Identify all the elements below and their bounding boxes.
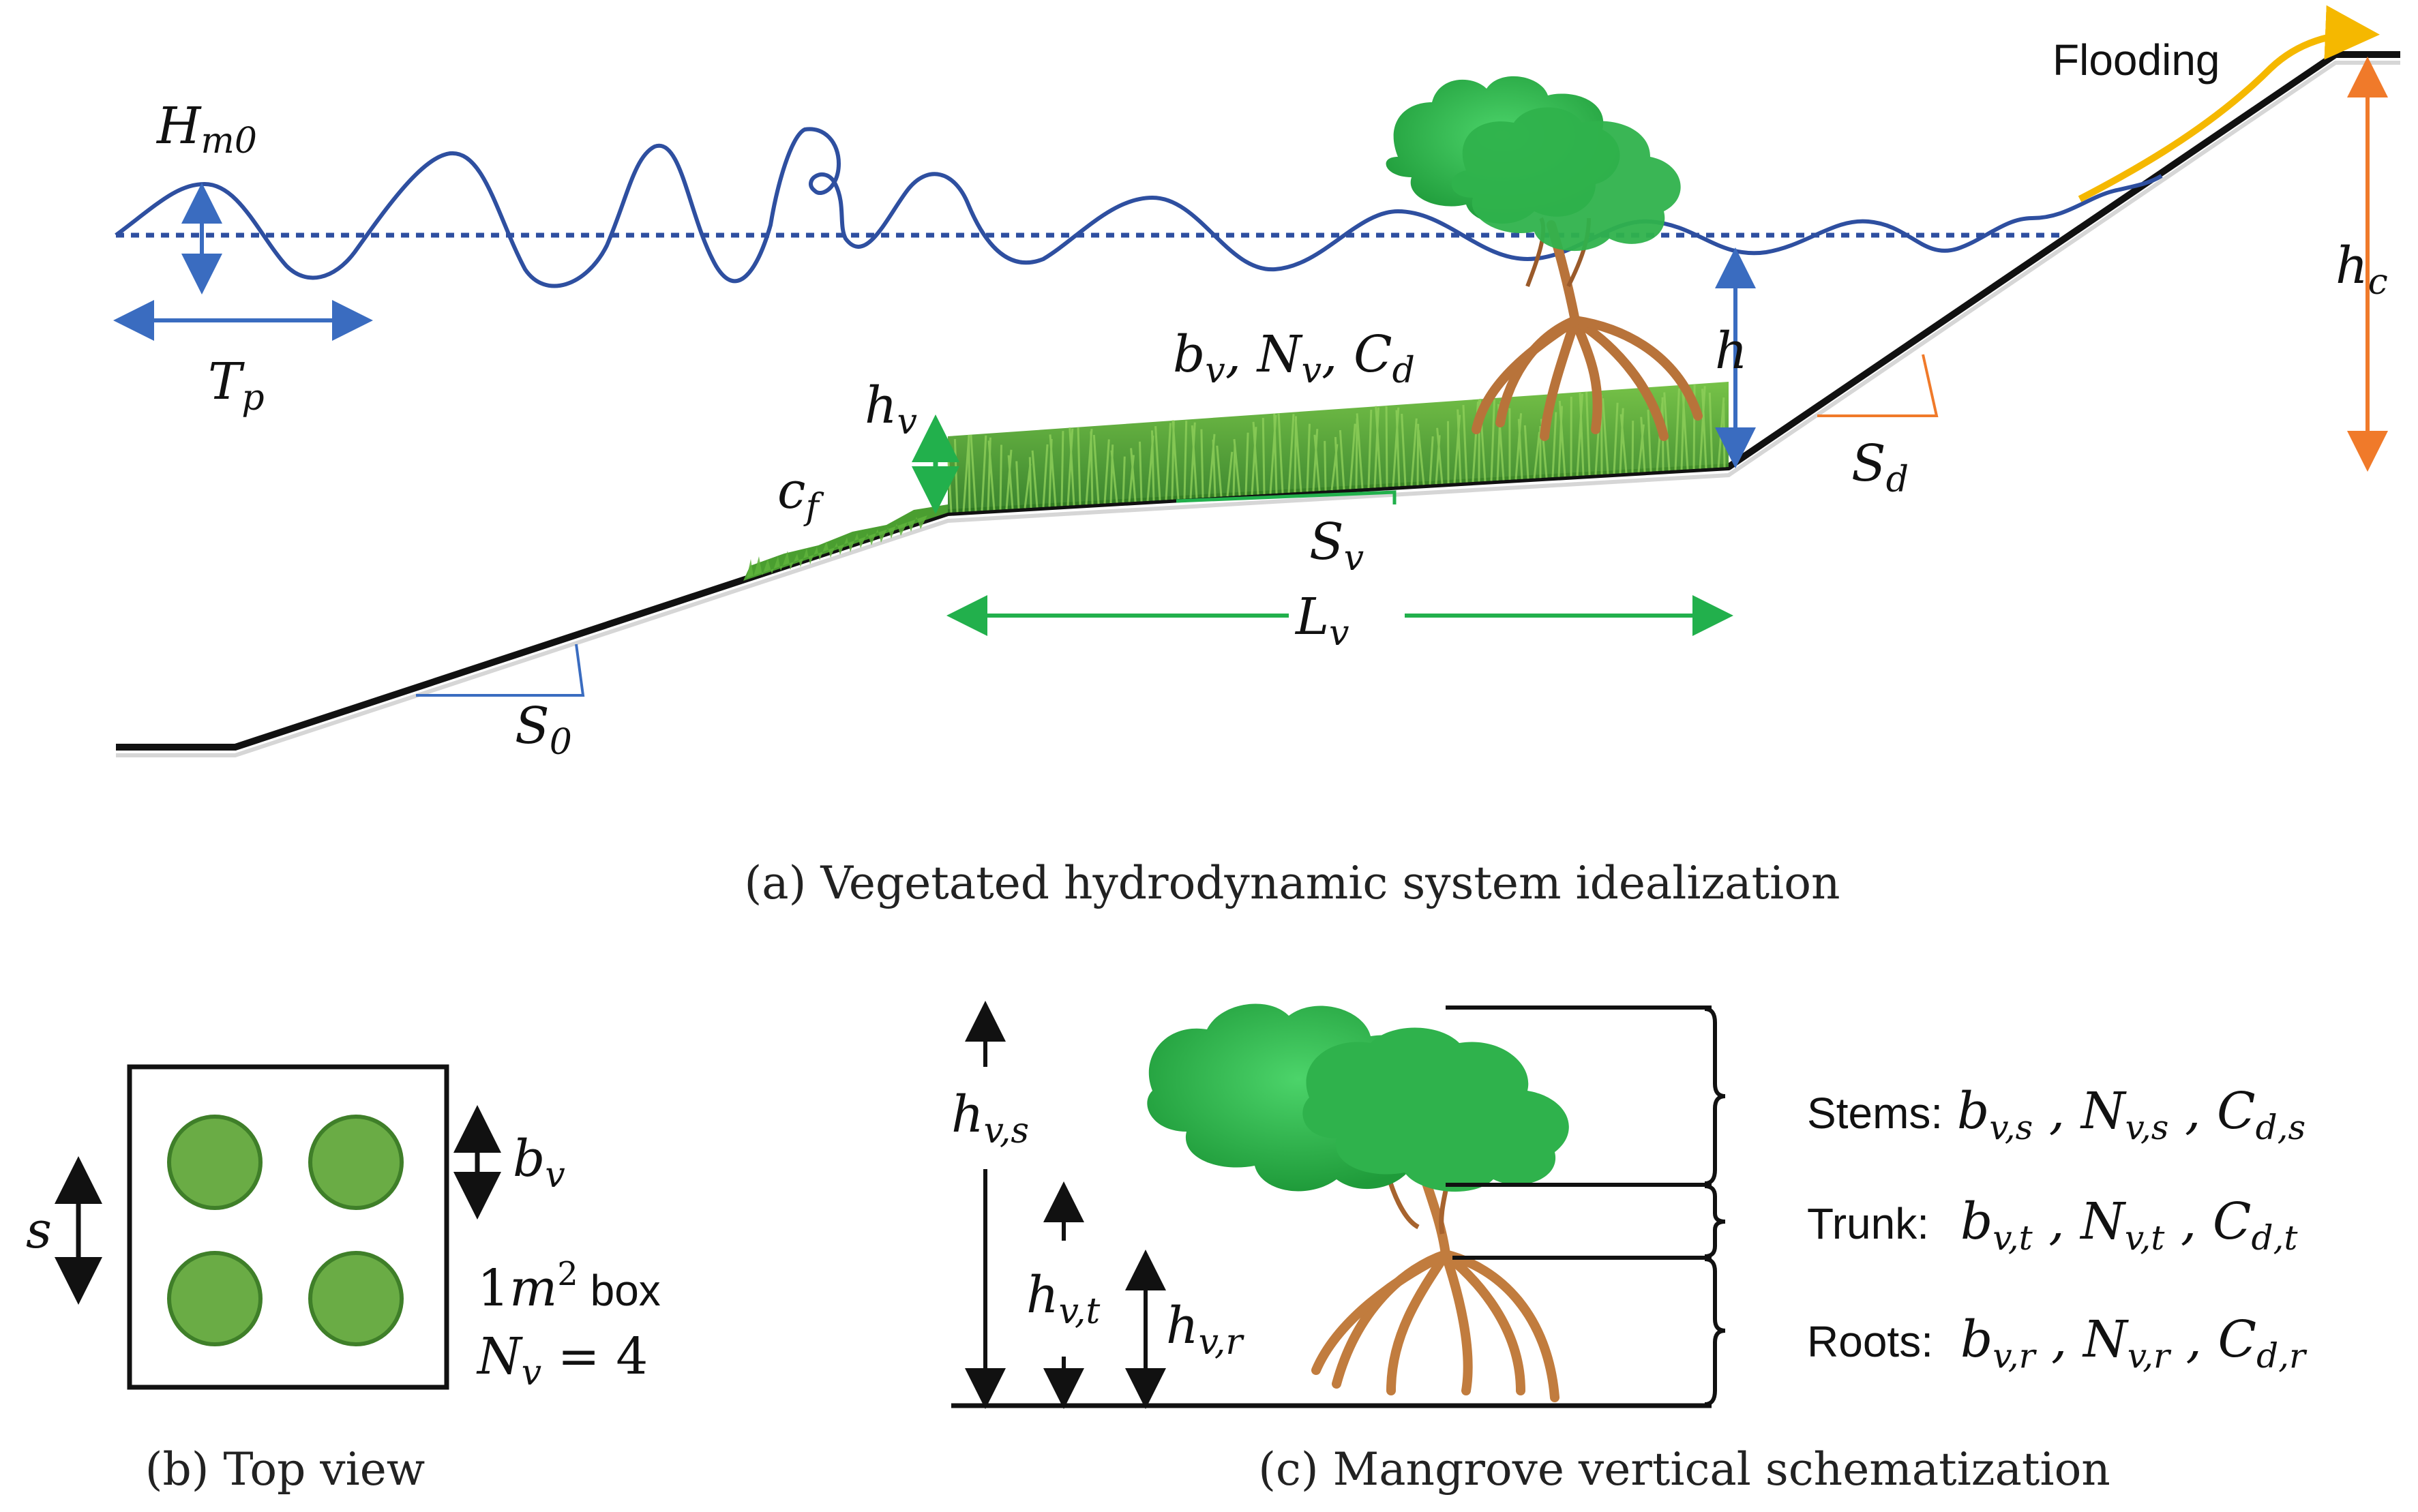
ground-profile (116, 51, 2400, 757)
flooding-arrow (2078, 5, 2380, 202)
stem-circle (308, 1115, 404, 1210)
trunk-brace (1704, 1184, 1726, 1258)
wave-profile (115, 127, 2163, 288)
roots-brace (1704, 1257, 1726, 1406)
stem-circle (167, 1251, 263, 1346)
dike-slope-mark (1817, 354, 1939, 417)
veg-length-label: Lv (1294, 588, 1349, 654)
flooding-label: Flooding (2053, 35, 2220, 85)
mangrove-tree-c (1147, 1003, 1569, 1402)
caption-a: (a) Vegetated hydrodynamic system ideali… (745, 857, 1840, 909)
roots-params: bv,r , Nv,r , Cd,r (1960, 1310, 2308, 1376)
friction-label: cf (777, 462, 824, 528)
stem-circle (167, 1115, 263, 1210)
density-label: Nv = 4 (476, 1327, 648, 1393)
trunk-label: Trunk: (1807, 1199, 1929, 1248)
veg-slope-mark (1176, 490, 1397, 504)
stems-brace (1704, 1007, 1726, 1185)
trunk-height-label: hv,t (1026, 1266, 1100, 1332)
panel-a: Flooding Hm0 Tp h hv cf bv, Nv, Cd Sv Lv… (113, 5, 2400, 763)
stem-circle (308, 1251, 404, 1346)
spacing-label: s (26, 1201, 52, 1260)
caption-b: (b) Top view (145, 1443, 426, 1496)
mangrove-tree-a (1386, 76, 1703, 441)
veg-params-label: bv, Nv, Cd (1173, 325, 1415, 391)
slope-grass (743, 504, 948, 581)
panel-b: s bv 1m2 box Nv = 4 (26, 1064, 661, 1393)
diameter-label: bv (513, 1130, 565, 1196)
crest-height-label: hc (2335, 237, 2388, 303)
wave-period-label: Tp (208, 352, 265, 419)
panel-c: hv,s hv,t hv,r (951, 1001, 2308, 1409)
foreshore-slope-mark (416, 644, 585, 697)
caption-c: (c) Mangrove vertical schematization (1258, 1443, 2110, 1496)
veg-height-label: hv (865, 376, 917, 442)
stems-label: Stems: (1807, 1089, 1943, 1138)
box-label: 1m2 box (477, 1255, 661, 1318)
depth-label: h (1715, 322, 1748, 380)
stem-height-label: hv,s (951, 1085, 1029, 1151)
wave-height-label: Hm0 (155, 97, 257, 162)
root-height-label: hv,r (1166, 1297, 1244, 1363)
trunk-params: bv,t , Nv,t , Cd,t (1960, 1192, 2298, 1258)
stems-params: bv,s , Nv,s , Cd,s (1957, 1082, 2305, 1147)
dike-slope-label: Sd (1851, 434, 1909, 500)
veg-slope-label: Sv (1309, 513, 1364, 579)
unit-box (127, 1064, 449, 1390)
foreshore-slope-label: S0 (515, 697, 572, 763)
roots-label: Roots: (1807, 1317, 1933, 1366)
